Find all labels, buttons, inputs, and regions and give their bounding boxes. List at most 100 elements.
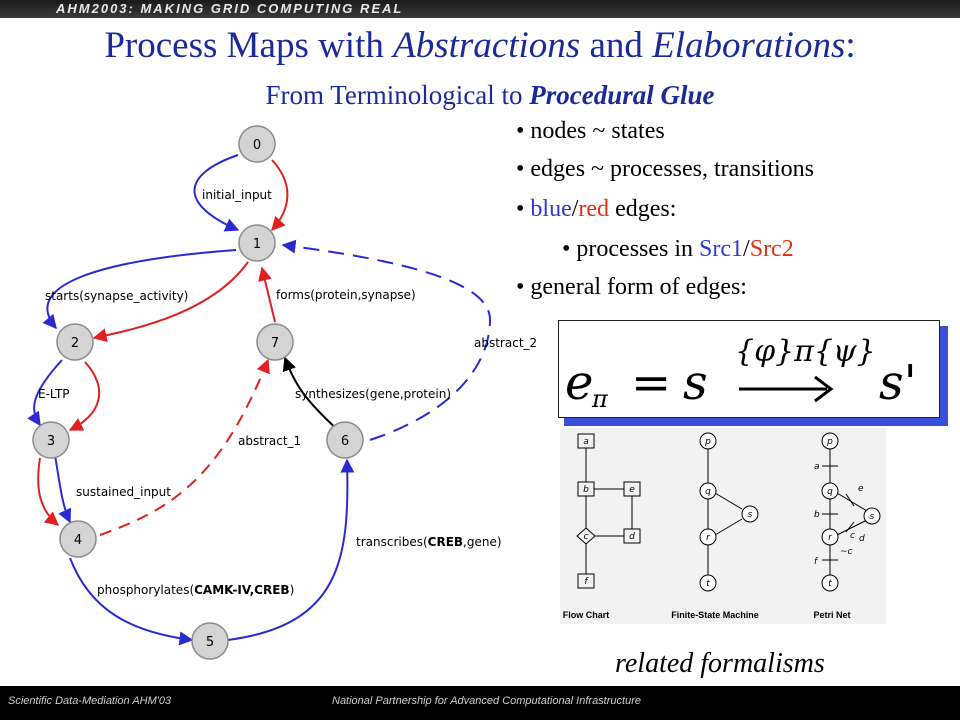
formalism-title-petri: Petri Net	[813, 610, 850, 620]
edge-6-7	[282, 356, 341, 433]
formalisms-figure: a b e c d f p q s r t	[560, 428, 886, 624]
pn-place-p	[821, 432, 839, 450]
fsm-state-t	[699, 574, 717, 592]
pn-label: a	[814, 462, 820, 472]
edge-label-abstract-1: abstract_1	[238, 434, 301, 448]
bullet-text: • processes in	[562, 236, 700, 262]
fc-label: f	[584, 577, 589, 587]
edge-4-7-abstract	[99, 358, 270, 536]
node-label: 4	[74, 533, 82, 548]
pn-label: r	[828, 533, 833, 543]
pn-label: t	[828, 579, 832, 589]
title-part: and	[580, 25, 653, 66]
edge-1-2-red	[92, 261, 249, 343]
fc-box-f	[577, 573, 595, 589]
bullet-nodes: • nodes ~ states	[516, 118, 665, 144]
graph-node-1: 1	[238, 224, 276, 262]
pn-place-q	[821, 482, 839, 500]
pn-place-t	[821, 574, 839, 592]
bullet-edges: • edges ~ processes, transitions	[516, 156, 814, 182]
src1-word: Src1	[699, 236, 744, 262]
node-label: 0	[253, 138, 261, 153]
header-banner: AHM2003: MAKING GRID COMPUTING REAL	[0, 0, 960, 18]
edge-0-1-blue	[193, 154, 240, 232]
fsm-edge	[714, 518, 743, 536]
edge-label-sustained-input: sustained_input	[76, 485, 171, 499]
bullet-text: •	[516, 196, 531, 222]
formula-box: e π = s {φ}π{ψ} s'	[558, 320, 940, 418]
fc-label: e	[629, 485, 635, 495]
edge-label-transcribes: transcribes(CREB,gene)	[356, 535, 502, 549]
node-label: 1	[253, 237, 261, 252]
bullet-text: /	[571, 196, 579, 222]
slide-title: Process Maps with Abstractions and Elabo…	[0, 24, 960, 67]
pn-edge	[836, 492, 868, 512]
formula-s: s	[683, 355, 708, 411]
fsm-state-s	[741, 505, 759, 523]
pn-label: e	[858, 484, 864, 494]
graph-node-0: 0	[238, 125, 276, 163]
footer-bar: Scientific Data-Mediation AHM'03 Nationa…	[0, 686, 960, 720]
bullet-general-form: • general form of edges:	[516, 274, 747, 300]
edge-0-1-red	[271, 159, 289, 232]
bullet-text: edges:	[609, 196, 677, 222]
graph-node-5: 5	[191, 622, 229, 660]
formula-equals: =	[631, 355, 671, 411]
graph-node-3: 3	[32, 421, 70, 459]
fc-label: d	[629, 532, 635, 542]
formula-subscript: π	[591, 385, 609, 413]
pn-label: q	[827, 487, 833, 497]
pn-label: f	[814, 557, 819, 567]
title-elaborations: Elaborations	[652, 25, 846, 66]
formalism-title-flow-chart: Flow Chart	[563, 610, 610, 620]
bullet-blue-red: • blue/red edges:	[516, 196, 676, 223]
edge-label-phosphorylates: phosphorylates(CAMK-IV,CREB)	[97, 583, 294, 597]
pn-label: ~c	[840, 547, 853, 557]
node-label: 6	[341, 434, 349, 449]
fsm-state-q	[699, 482, 717, 500]
footer-left-text: Scientific Data-Mediation AHM'03	[8, 695, 172, 707]
formula-s-prime: s'	[879, 355, 917, 411]
pn-edge	[836, 519, 868, 536]
caption-related-formalisms: related formalisms	[615, 648, 825, 679]
slide-subtitle: From Terminological to Procedural Glue	[0, 80, 960, 110]
graph-node-7: 7	[256, 323, 294, 361]
edge-label-part: ,gene)	[463, 535, 501, 549]
edge-label-abstract-2: abstract_2	[474, 336, 537, 350]
node-label: 7	[271, 336, 279, 351]
process-map: 0 1 2 3 4 5 6 7 initial_input starts(syn…	[27, 125, 537, 660]
footer-right-text: National Partnership for Advanced Comput…	[332, 695, 641, 707]
edge-1-2-blue	[42, 249, 237, 330]
edge-5-6	[227, 458, 355, 641]
edge-label-part: )	[290, 583, 295, 597]
graph-node-6: 6	[326, 421, 364, 459]
pn-label: p	[826, 437, 833, 447]
src2-word: Src2	[749, 236, 794, 262]
formula-arrow-head	[814, 375, 834, 403]
title-part: :	[845, 25, 856, 66]
fsm-state-p	[699, 432, 717, 450]
edge-4-5	[69, 557, 194, 646]
fsm	[699, 432, 759, 592]
fc-label: c	[584, 532, 589, 542]
subtitle-part: From Terminological to	[265, 80, 530, 110]
fsm-label: r	[706, 533, 711, 543]
fc-label: b	[583, 485, 589, 495]
pn-place-r	[821, 528, 839, 546]
edge-label-part: CREB	[428, 535, 463, 549]
title-abstractions: Abstractions	[393, 25, 581, 66]
edge-7-1	[258, 266, 276, 323]
node-label: 5	[206, 635, 214, 650]
blue-word: blue	[530, 196, 572, 222]
banner-text: AHM2003: MAKING GRID COMPUTING REAL	[56, 1, 404, 16]
edge-label-starts: starts(synapse_activity)	[45, 289, 188, 303]
pn-label: s	[870, 512, 875, 522]
graph-node-2: 2	[56, 323, 94, 361]
edge-2-3-blue	[27, 359, 63, 427]
edge-3-4-red	[37, 457, 60, 526]
pn-label: c	[850, 531, 855, 541]
edge-label-synthesizes: synthesizes(gene,protein)	[295, 387, 451, 401]
fsm-label: p	[704, 437, 711, 447]
petri-net	[821, 432, 881, 592]
bullet-text: /	[743, 236, 750, 262]
